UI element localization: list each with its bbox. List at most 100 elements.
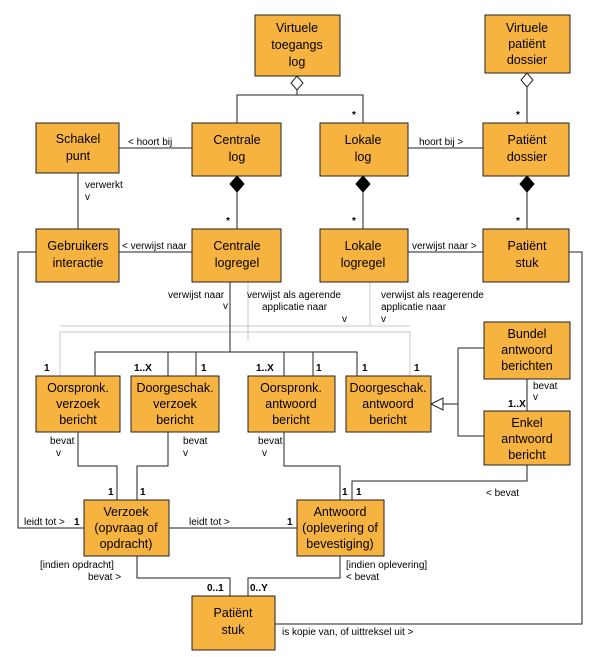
label-bevat-1-arrow: v	[56, 448, 61, 459]
box-line: antwoord	[362, 397, 413, 411]
box-line: Virtuele	[506, 21, 548, 35]
box-line: Antwoord	[314, 505, 367, 519]
label-verwijst-naar-down: verwijst naar	[168, 290, 225, 301]
box-line: Centrale	[213, 239, 260, 253]
box-antwoord: Antwoord (oplevering of bevestiging)	[296, 499, 385, 557]
box-line: Virtuele	[276, 21, 318, 35]
mult-antwoord-leidt: 1	[287, 517, 293, 528]
box-schakelpunt: Schakel punt	[35, 122, 120, 174]
mult-antwoord-1b: 1	[342, 487, 348, 498]
box-line: log	[355, 150, 372, 164]
mult-oorspronk-antwoord-b: 1	[316, 363, 322, 374]
box-line: bericht	[369, 413, 407, 427]
box-virtuele-toegangslog: Virtuele toegangs log	[254, 14, 341, 77]
label-indien-opdracht-1: [indien opdracht]	[40, 560, 114, 571]
relationship-symbols	[229, 72, 535, 411]
box-enkel-antwoord-bericht: Enkel antwoord bericht	[483, 410, 571, 466]
box-line: dossier	[507, 53, 547, 67]
box-lokale-logregel: Lokale logregel	[319, 228, 409, 283]
label-bevat-1: bevat	[50, 436, 75, 447]
box-oorspronk-antwoord-bericht: Oorspronk. antwoord bericht	[247, 375, 336, 433]
box-bundel-antwoord-berichten: Bundel antwoord berichten	[483, 321, 571, 380]
box-line: bericht	[272, 413, 310, 427]
mult-star-lokale-log: *	[352, 110, 356, 121]
label-indien-opdracht-2: bevat >	[88, 572, 121, 583]
box-line: log	[289, 55, 306, 69]
box-gebruikers-interactie: Gebruikers interactie	[35, 228, 120, 283]
label-indien-oplevering-1: [indien oplevering]	[346, 560, 427, 571]
label-hoort-bij-right: hoort bij >	[419, 137, 463, 148]
mult-stuk-01: 0..1	[207, 583, 224, 594]
box-patient-dossier: Patiënt dossier	[482, 122, 570, 177]
box-line: Oorspronk.	[47, 381, 109, 395]
mult-star-lokale-logregel: *	[352, 216, 356, 227]
box-line: (opvraag of	[94, 521, 158, 535]
label-verwijst-agerende-2: applicatie naar	[262, 302, 328, 313]
box-line: verzoek	[153, 397, 198, 411]
box-line: logregel	[341, 256, 385, 270]
box-line: Patiënt	[508, 239, 547, 253]
box-line: Schakel	[56, 132, 100, 146]
mult-antwoord-top: 1	[356, 487, 362, 498]
box-line: Doorgeschak.	[136, 381, 213, 395]
label-is-kopie-van: is kopie van, of uittreksel uit >	[282, 627, 414, 638]
box-line: Patiënt	[508, 133, 547, 147]
box-line: Centrale	[213, 133, 260, 147]
box-line: interactie	[53, 256, 104, 270]
box-line: antwoord	[265, 397, 316, 411]
label-hoort-bij-left: < hoort bij	[128, 137, 172, 148]
box-line: Bundel	[508, 327, 547, 341]
label-bevat-enkel: < bevat	[486, 488, 519, 499]
box-line: antwoord	[501, 432, 552, 446]
box-virtuele-patient-dossier: Virtuele patiënt dossier	[484, 14, 571, 74]
box-patient-stuk-bottom: Patiënt stuk	[191, 595, 276, 651]
label-bevat-3-arrow: v	[262, 448, 267, 459]
box-line: patiënt	[508, 37, 546, 51]
box-oorspronk-verzoek-bericht: Oorspronk. verzoek bericht	[35, 375, 121, 433]
box-line: Lokale	[345, 239, 382, 253]
label-bevat-2-arrow: v	[183, 448, 188, 459]
connectors	[17, 87, 583, 625]
composition-diamond-patient-dossier	[519, 175, 535, 193]
box-line: stuk	[516, 256, 540, 270]
composition-diamond-lokale-log	[355, 175, 371, 193]
label-verwerkt-arrow: v	[85, 192, 90, 203]
mult-stuk-0y: 0..Y	[250, 583, 268, 594]
mult-verzoek-left: 1	[74, 517, 80, 528]
box-line: stuk	[222, 623, 246, 637]
mult-doorgeschak-antwoord-a: 1	[362, 363, 368, 374]
label-bevat-bundel-arrow: v	[533, 392, 538, 403]
label-verwijst-reagerende-2: applicatie naar	[381, 302, 447, 313]
label-verwijst-naar-right: verwijst naar >	[412, 241, 477, 252]
box-line: dossier	[507, 150, 547, 164]
mult-doorgeschak-verzoek-b: 1	[201, 363, 207, 374]
box-line: log	[229, 150, 246, 164]
mult-star-centrale-logregel: *	[226, 216, 230, 227]
mult-verzoek-b: 1	[140, 487, 146, 498]
box-line: Lokale	[345, 133, 382, 147]
box-line: bevestiging)	[306, 537, 373, 551]
label-indien-oplevering-2: < bevat	[346, 572, 379, 583]
label-verwerkt: verwerkt	[85, 180, 123, 191]
mult-verzoek-a: 1	[108, 487, 114, 498]
aggregation-diamond-toegangslog	[290, 75, 304, 91]
label-verwijst-naar-left: < verwijst naar	[122, 241, 187, 252]
label-leidt-tot-1: leidt tot >	[24, 517, 65, 528]
mult-oorspronk-antwoord-a: 1..X	[256, 363, 274, 374]
inheritance-triangle	[429, 397, 444, 411]
box-line: bericht	[508, 448, 546, 462]
mult-doorgeschak-antwoord-b: 1	[414, 363, 420, 374]
label-verwijst-reagerende-1: verwijst als reagerende	[381, 290, 484, 301]
box-lokale-log: Lokale log	[319, 122, 409, 177]
box-line: opdracht)	[100, 537, 153, 551]
label-verwijst-naar-down-arrow: v	[223, 301, 228, 312]
association-labels: < hoort bij hoort bij > verwerkt v < ver…	[24, 137, 558, 638]
box-line: Doorgeschak.	[349, 381, 426, 395]
mult-oorspronk-verzoek: 1	[44, 363, 50, 374]
box-line: bericht	[156, 413, 194, 427]
box-doorgeschak-verzoek-bericht: Doorgeschak. verzoek bericht	[130, 375, 220, 433]
box-line: logregel	[215, 256, 259, 270]
box-patient-stuk-top: Patiënt stuk	[482, 228, 570, 283]
mult-doorgeschak-verzoek-a: 1..X	[134, 363, 152, 374]
